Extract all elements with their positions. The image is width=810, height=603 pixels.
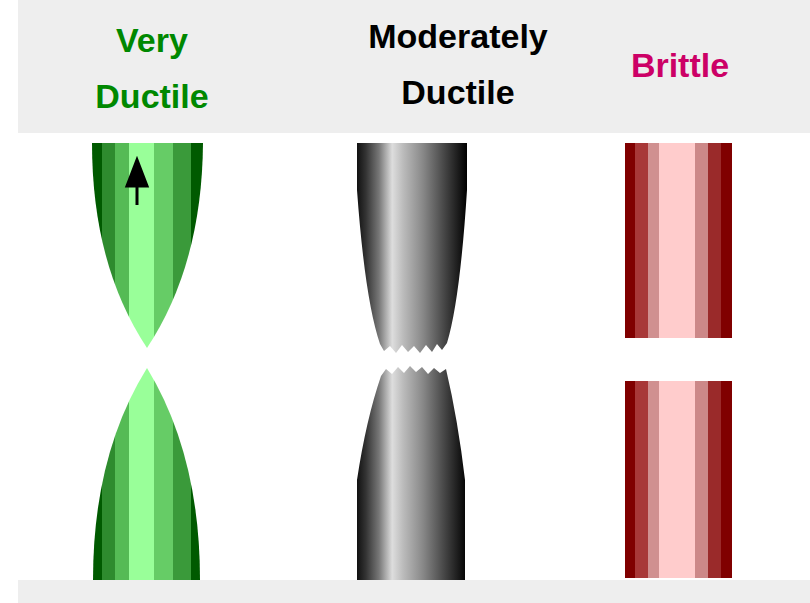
ductility-heading: Moderately Ductile bbox=[343, 8, 573, 120]
moderate-specimen-bottom bbox=[357, 366, 465, 580]
brittle-specimen-bottom bbox=[625, 381, 732, 578]
load-arrow bbox=[127, 160, 147, 205]
ductile-specimen-top bbox=[92, 143, 203, 348]
ductility-heading: Very Ductile bbox=[67, 12, 237, 124]
footer-band bbox=[18, 580, 810, 603]
ductile-specimen-bottom bbox=[93, 368, 200, 580]
brittle-specimen-top bbox=[625, 143, 732, 338]
moderate-specimen-top bbox=[357, 143, 467, 353]
header-band bbox=[18, 0, 810, 133]
ductility-heading: Brittle bbox=[590, 37, 770, 93]
